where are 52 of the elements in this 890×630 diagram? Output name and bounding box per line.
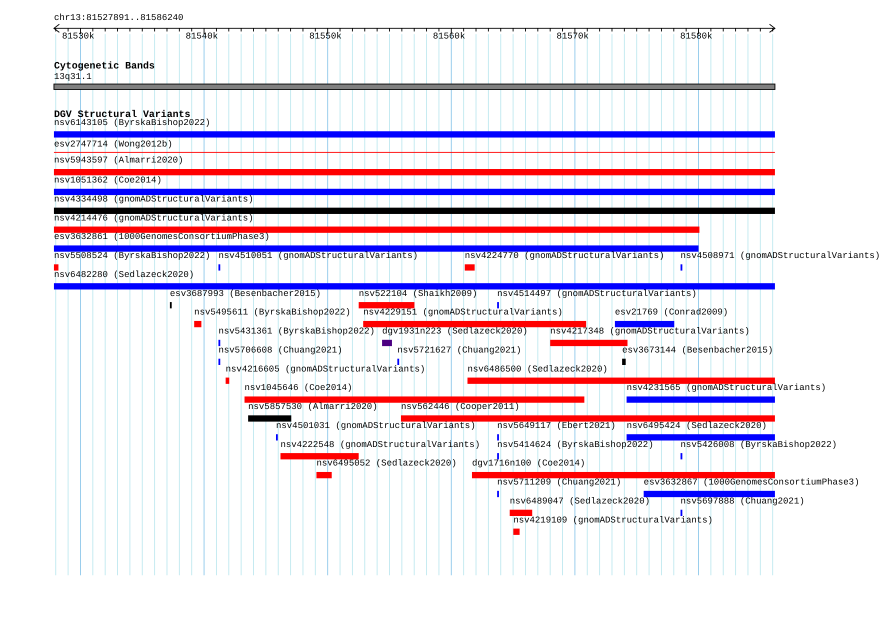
- variant-label: esv3673144 (Besenbacher2015): [622, 346, 774, 356]
- variant-label: nsv4514497 (gnomADStructuralVariants): [497, 289, 697, 300]
- variant-label: esv2747714 (Wong2012b): [54, 140, 173, 150]
- variant-label: nsv5649117 (Ebert2021): [497, 422, 616, 432]
- variant-label: nsv4217348 (gnomADStructuralVariants): [550, 327, 750, 338]
- variant-label: nsv4508971 (gnomADStructuralVariants): [680, 252, 880, 262]
- tick-label: 81560k: [432, 32, 466, 42]
- variant-label: nsv6489047 (Sedlazeck2020): [510, 497, 650, 508]
- variant-label: nsv6495052 (Sedlazeck2020): [316, 459, 457, 470]
- variant-label: esv3632861 (1000GenomesConsortiumPhase3): [54, 232, 270, 243]
- tick-label: 81580k: [680, 32, 712, 42]
- variant-label: nsv1051362 (Coe2014): [54, 176, 162, 186]
- variant-label: nsv5711209 (Chuang2021): [497, 478, 622, 488]
- region-label: chr13:81527891..81586240: [54, 13, 184, 24]
- tick-label: 81540k: [186, 32, 218, 42]
- variant-label: nsv4231565 (gnomADStructuralVariants): [626, 384, 826, 394]
- variant-label: nsv522104 (Shaikh2009): [358, 289, 478, 300]
- variant-label: nsv6486500 (Sedlazeck2020): [467, 365, 608, 375]
- variant-label: nsv5706608 (Chuang2021): [218, 346, 343, 356]
- variant-label: nsv4229151 (gnomADStructuralVariants): [363, 308, 563, 318]
- variant-label: nsv4334498 (gnomADStructuralVariants): [54, 195, 254, 205]
- tick-label: 81550k: [309, 32, 342, 42]
- tick-label: 81530k: [62, 32, 94, 42]
- variant-label: nsv4501031 (gnomADStructuralVariants): [276, 422, 476, 432]
- variant-label: nsv6143105 (ByrskaBishop2022): [54, 118, 210, 129]
- band-label: 13q31.1: [54, 72, 92, 83]
- variant-label: nsv4214476 (gnomADStructuralVariants): [54, 214, 254, 224]
- variant-label: nsv5508524 (ByrskaBishop2022): [54, 252, 210, 262]
- variant-label: nsv4216605 (gnomADStructuralVariants): [226, 365, 426, 375]
- variant-label: nsv5426008 (ByrskaBishop2022): [680, 440, 837, 450]
- variant-label: nsv5431361 (ByrskaBishop2022): [218, 327, 375, 338]
- variant-label: nsv5495611 (ByrskaBishop2022): [194, 308, 351, 318]
- variant-label: esv3632867 (1000GenomesConsortiumPhase3): [644, 478, 860, 488]
- variant-label: nsv5943597 (Almarri2020): [54, 156, 184, 166]
- variant-label: nsv4219109 (gnomADStructuralVariants): [513, 516, 713, 526]
- variant-label: nsv6495424 (Sedlazeck2020): [626, 422, 767, 432]
- track-title: Cytogenetic Bands: [54, 61, 155, 72]
- variant-label: esv3687993 (Besenbacher2015): [170, 289, 321, 300]
- variant-label: nsv1045646 (Coe2014): [244, 384, 352, 394]
- variant-label: nsv4224770 (gnomADStructuralVariants): [464, 252, 664, 262]
- variant-label: nsv562446 (Cooper2011): [400, 402, 520, 413]
- variant-label: nsv4510051 (gnomADStructuralVariants): [218, 252, 418, 262]
- variant-label: nsv5697888 (Chuang2021): [680, 497, 805, 508]
- variant-label: nsv5857530 (Almarri2020): [248, 402, 378, 413]
- variant-label: nsv5414624 (ByrskaBishop2022): [497, 440, 654, 450]
- variant-label: nsv5721627 (Chuang2021): [397, 346, 522, 356]
- tick-label: 81570k: [556, 32, 589, 42]
- variant-label: dgv1716n100 (Coe2014): [472, 459, 586, 470]
- variant-label: nsv6482280 (Sedlazeck2020): [54, 270, 194, 280]
- variant-label: esv21769 (Conrad2009): [614, 308, 728, 318]
- variant-label: nsv4222548 (gnomADStructuralVariants): [280, 440, 480, 450]
- variant-label: dgv1931n223 (Sedlazeck2020): [382, 327, 528, 338]
